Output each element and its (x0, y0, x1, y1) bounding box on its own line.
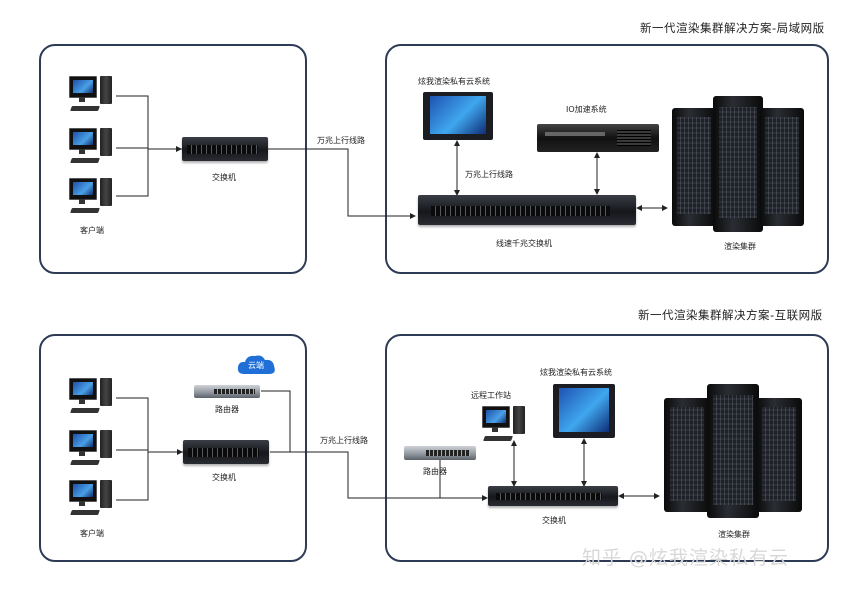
io-accelerator-icon (537, 124, 659, 152)
io-label: IO加速系统 (566, 105, 607, 114)
private-cloud-label: 炫我渲染私有云系统 (540, 368, 612, 377)
inner-uplink-label: 万兆上行线路 (465, 170, 513, 179)
inner-router-label: 路由器 (423, 467, 447, 476)
private-cloud-monitor-icon (553, 384, 615, 438)
client-pc-icon (69, 480, 115, 522)
private-cloud-label: 炫我渲染私有云系统 (418, 77, 490, 86)
router-label: 路由器 (215, 405, 239, 414)
workstation-label: 远程工作站 (471, 391, 511, 400)
switch-icon (183, 440, 269, 464)
uplink-label: 万兆上行线路 (317, 136, 365, 145)
render-server-icon (664, 398, 710, 512)
render-server-icon (672, 108, 716, 226)
diagram-1-title: 新一代渲染集群解决方案-局域网版 (640, 21, 825, 35)
client-pc-icon (69, 178, 115, 220)
inner-router-icon (404, 446, 476, 460)
client-label: 客户端 (80, 529, 104, 538)
switch-label: 交换机 (212, 173, 236, 182)
client-label: 客户端 (80, 226, 104, 235)
uplink-label: 万兆上行线路 (320, 436, 368, 445)
client-pc-icon (69, 430, 115, 472)
core-switch-label: 线速千兆交换机 (496, 239, 552, 248)
core-switch-icon (488, 486, 618, 506)
client-pc-icon (69, 378, 115, 420)
watermark: 知乎 @炫我渲染私有云 (582, 547, 790, 569)
workstation-icon (482, 406, 528, 448)
render-server-icon (756, 398, 802, 512)
core-switch-icon (418, 195, 636, 225)
cloud-label: 云端 (248, 361, 264, 370)
cloud-icon (237, 355, 275, 374)
render-cluster-label: 渲染集群 (718, 530, 750, 539)
render-server-icon (707, 384, 759, 518)
core-switch-label: 交换机 (542, 516, 566, 525)
client-pc-icon (69, 128, 115, 170)
render-cluster-label: 渲染集群 (724, 242, 756, 251)
render-server-icon (713, 96, 763, 232)
switch-label: 交换机 (212, 473, 236, 482)
client-pc-icon (69, 76, 115, 118)
private-cloud-monitor-icon (423, 92, 493, 140)
render-server-icon (760, 108, 804, 226)
diagram-2-title: 新一代渲染集群解决方案-互联网版 (638, 308, 823, 322)
switch-icon (182, 137, 268, 161)
router-icon (194, 385, 260, 398)
